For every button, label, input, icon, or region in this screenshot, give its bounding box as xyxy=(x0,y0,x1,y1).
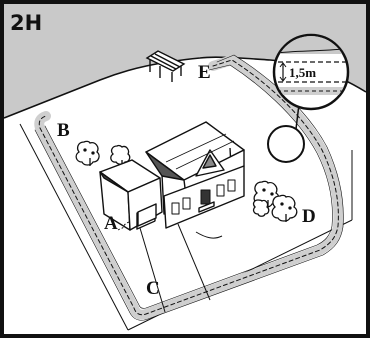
label-c: C xyxy=(146,278,160,299)
label-b: B xyxy=(57,120,70,141)
panel-id: 2H xyxy=(10,11,42,35)
label-e: E xyxy=(198,62,211,83)
cable-depth-label: 1,5m xyxy=(289,65,316,80)
label-a: A xyxy=(104,213,118,234)
tree-icon xyxy=(254,200,269,216)
label-d: D xyxy=(302,206,316,227)
tree-icon xyxy=(272,195,297,222)
